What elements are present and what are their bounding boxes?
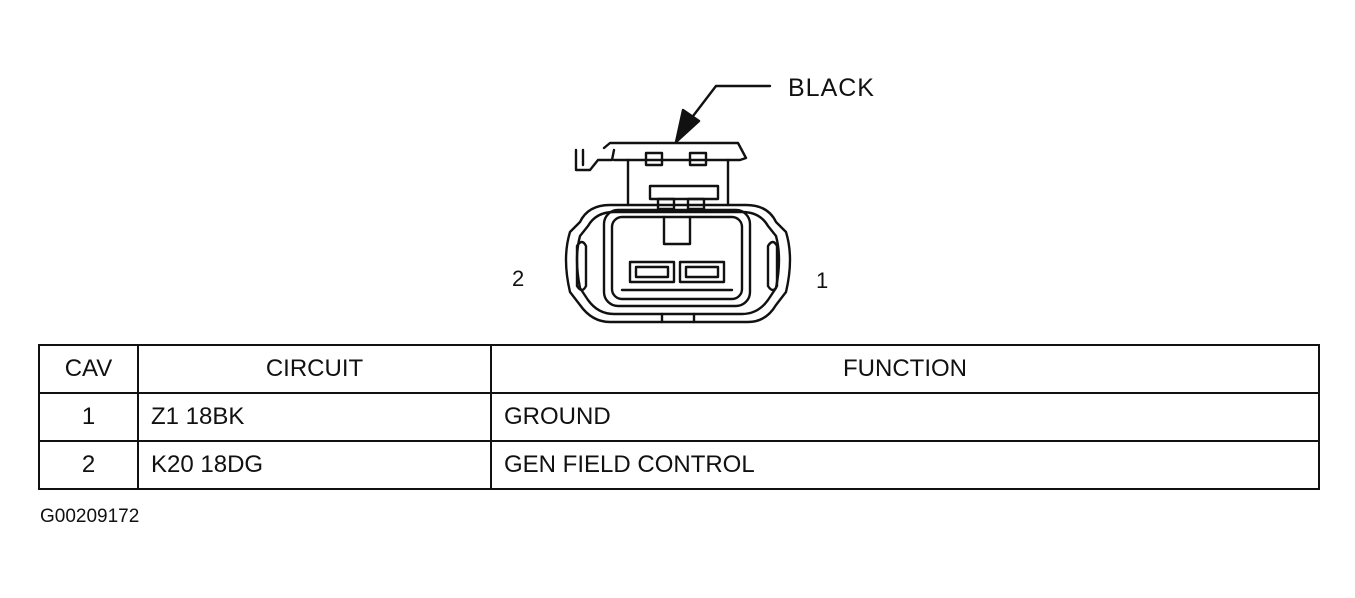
side-slot-left <box>575 240 588 292</box>
cell-cav: 1 <box>38 392 139 442</box>
pin-label-left: 2 <box>512 266 524 291</box>
connector-housing-outer <box>564 203 792 324</box>
cell-function: GEN FIELD CONTROL <box>490 440 1320 490</box>
terminal-cavity <box>602 208 752 308</box>
cell-circuit: Z1 18BK <box>137 392 492 442</box>
connector-housing-inner <box>575 210 781 316</box>
table-row: 2 K20 18DG GEN FIELD CONTROL <box>38 440 1320 490</box>
cell-function: GROUND <box>490 392 1320 442</box>
connector-latch <box>574 141 748 211</box>
color-label: BLACK <box>788 74 875 102</box>
leader-arrow <box>674 84 772 144</box>
figure-id: G00209172 <box>40 506 140 527</box>
terminal-slot-1 <box>678 260 726 284</box>
table-row: 1 Z1 18BK GROUND <box>38 392 1320 442</box>
header-cav: CAV <box>38 344 139 394</box>
cell-circuit: K20 18DG <box>137 440 492 490</box>
header-circuit: CIRCUIT <box>137 344 492 394</box>
header-function: FUNCTION <box>490 344 1320 394</box>
side-slot-right <box>766 240 779 292</box>
terminal-slot-2 <box>628 260 676 284</box>
pin-label-right: 1 <box>816 268 828 293</box>
bottom-key <box>660 312 696 324</box>
connector-diagram: BLACK 2 1 <box>512 74 875 324</box>
table-header-row: CAV CIRCUIT FUNCTION <box>38 344 1320 394</box>
cell-cav: 2 <box>38 440 139 490</box>
cavity-table: CAV CIRCUIT FUNCTION 1 Z1 18BK GROUND 2 … <box>38 344 1320 490</box>
